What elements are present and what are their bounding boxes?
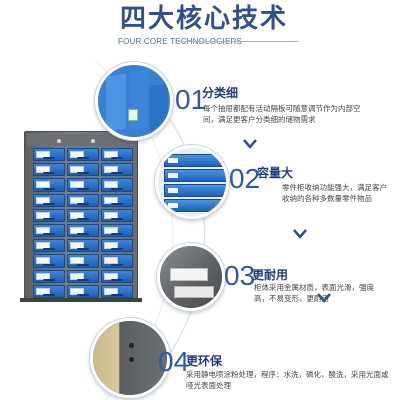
cabinet-drawer — [101, 208, 133, 222]
cabinet-drawer — [67, 208, 99, 222]
cabinet-drawer — [33, 239, 65, 253]
cabinet-drawer — [33, 284, 65, 298]
feature-1-image — [95, 62, 173, 140]
label-card — [128, 109, 138, 121]
cabinet-drawer — [33, 223, 65, 238]
cabinet-drawer — [33, 208, 65, 222]
drawer-front — [164, 169, 226, 182]
cabinet-drawer — [67, 223, 99, 238]
divider-panel — [106, 73, 126, 132]
cabinet-drawer — [67, 269, 99, 283]
feature-3-number: 03 — [224, 260, 256, 291]
feature-1-description: 每个抽屉都配有活动隔板可随意调节作为内部空间，满足更客户分类细的储物需求 — [203, 104, 361, 124]
lock-icon — [57, 139, 61, 143]
cabinet-drawer — [67, 284, 99, 298]
cabinet-drawer — [101, 254, 133, 268]
cabinet-drawer-grid — [33, 148, 133, 298]
cabinet-drawer — [101, 239, 133, 253]
cabinet-drawer — [101, 163, 133, 177]
chevron-down-icon — [243, 139, 257, 149]
mounting-hole — [129, 343, 134, 348]
feature-1-title: 分类细 — [202, 86, 239, 100]
feature-3-image — [157, 243, 225, 311]
chevron-down-icon — [317, 293, 331, 303]
cabinet-drawer — [67, 178, 99, 192]
cabinet-drawer — [33, 269, 65, 283]
cabinet-drawer — [101, 223, 133, 238]
feature-4-title: 更环保 — [186, 354, 223, 368]
feature-2-title: 容量大 — [257, 166, 294, 180]
label-card — [170, 268, 208, 281]
feature-4-description: 采用静电喷涂粉处理，程序：水洗，磷化，酸洗，采用光面或哑光表面处理 — [186, 370, 389, 390]
cabinet-drawer — [67, 148, 99, 162]
cabinet-drawer — [33, 178, 65, 192]
cabinet-drawer — [101, 178, 133, 192]
divider-panel — [150, 85, 168, 133]
cabinet-drawer — [67, 163, 99, 177]
parts-cabinet-image — [24, 131, 138, 301]
cabinet-base — [20, 298, 142, 302]
mounting-hole — [129, 357, 134, 362]
page-title: 四大核心技术 — [120, 4, 289, 34]
cabinet-drawer — [33, 148, 65, 162]
feature-4-image — [90, 318, 170, 398]
feature-3-description: 柜体采用金属材质，表面光滑，强度高，不易变形，更耐用 — [254, 283, 374, 303]
cabinet-top-rail — [27, 134, 135, 146]
label-card — [174, 286, 214, 298]
cabinet-drawer — [67, 239, 99, 253]
feature-2-description: 零件柜收纳功能强大，满足客户收纳的各种多数量零件物品 — [282, 183, 387, 203]
cabinet-drawer — [33, 193, 65, 207]
chevron-down-icon — [293, 229, 307, 239]
feature-4-number: 04 — [158, 346, 190, 377]
cabinet-drawer — [101, 269, 133, 283]
drawer-front — [164, 154, 226, 167]
feature-3-title: 更耐用 — [252, 268, 289, 282]
feature-2-image — [155, 145, 229, 219]
cabinet-drawer — [33, 254, 65, 268]
cabinet-drawer — [101, 193, 133, 207]
drawer-front — [164, 199, 226, 212]
cabinet-drawer — [67, 193, 99, 207]
cabinet-drawer — [67, 254, 99, 268]
cabinet-drawer — [101, 284, 133, 298]
drawer-front — [164, 184, 226, 197]
divider-panel — [130, 69, 148, 131]
cabinet-drawer — [101, 148, 133, 162]
subtitle-divider — [178, 41, 298, 42]
feature-1-number: 01 — [175, 84, 207, 115]
cabinet-drawer — [33, 163, 65, 177]
lock-icon — [91, 139, 95, 143]
feature-2-number: 02 — [229, 163, 261, 194]
